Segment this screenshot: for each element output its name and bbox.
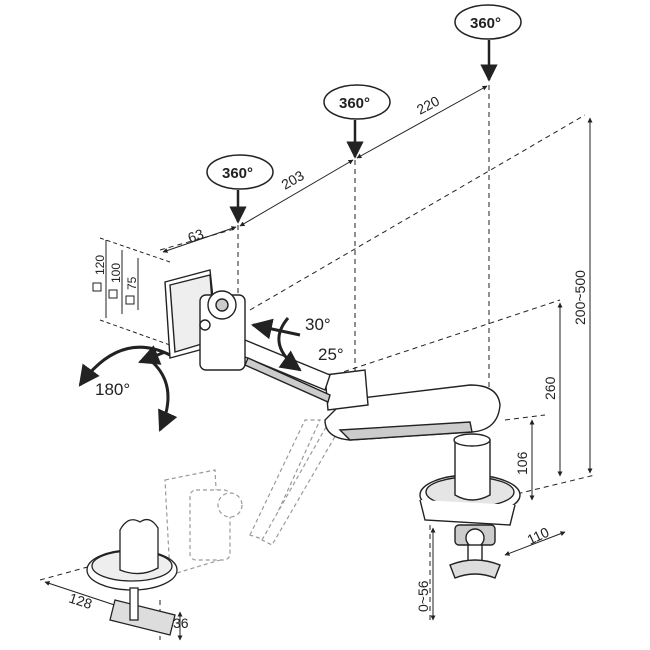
clamp-range-label: 0~56 (415, 580, 431, 612)
main-base (419, 433, 521, 579)
height-range-label: 200~500 (572, 270, 588, 325)
vesa-plate-head (164, 269, 246, 371)
clamp-thickness-label: 36 (173, 615, 189, 631)
tilt-label: 180° (95, 380, 130, 399)
swivel-label: 30° (305, 315, 331, 334)
pole-height-label: 106 (514, 451, 530, 475)
rotation-label-2: 360° (339, 95, 370, 112)
rotation-label-1: 360° (222, 165, 253, 182)
rotation-label-3: 360° (470, 15, 501, 32)
rotation-indicators (78, 4, 522, 432)
vesa-100-label: 100 (109, 263, 123, 283)
arm-segments (239, 339, 501, 441)
base-width-label: 128 (67, 590, 94, 613)
arm1-dimension: 63 (186, 225, 206, 245)
vesa-120-label: 120 (93, 255, 107, 275)
dimension-lines (44, 85, 593, 641)
vesa-75-label: 75 (125, 276, 139, 290)
base-depth-label: 110 (525, 524, 552, 548)
arm3-dimension: 220 (414, 92, 442, 117)
height-total-label: 260 (542, 376, 558, 400)
vesa-pattern-icons (92, 282, 135, 305)
ghost-arm-position (164, 419, 341, 576)
lower-desk-clamp (86, 518, 178, 636)
tilt2-label: 25° (318, 345, 344, 364)
arm2-dimension: 203 (279, 167, 307, 193)
